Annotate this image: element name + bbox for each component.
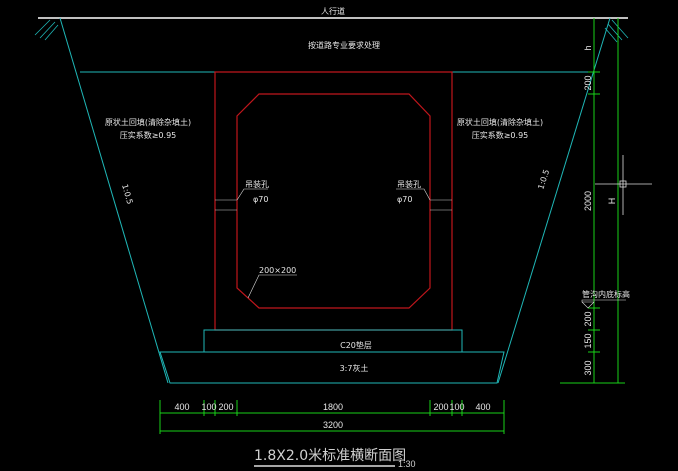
lime-soil-layer bbox=[159, 351, 505, 384]
dim-h-total: 3200 bbox=[323, 420, 343, 430]
dim-h-400-left: 400 bbox=[174, 402, 189, 412]
dim-h-200-left: 200 bbox=[218, 402, 233, 412]
lifting-hole-label-right: 吊装孔 bbox=[397, 179, 421, 189]
dim-h-200-right: 200 bbox=[433, 402, 448, 412]
c20-cushion-layer bbox=[203, 329, 463, 353]
dim-v-2000: 2000 bbox=[583, 191, 593, 211]
lifting-hole-size-right: φ70 bbox=[397, 195, 412, 204]
road-treatment-note: 按道路专业要求处理 bbox=[308, 40, 380, 50]
box-culvert-concrete bbox=[214, 71, 453, 331]
dim-v-total-H: H bbox=[607, 198, 617, 205]
road-label: 人行道 bbox=[321, 6, 345, 16]
crosshair-cursor-icon bbox=[595, 155, 652, 215]
dim-h-400-right: 400 bbox=[475, 402, 490, 412]
backfill-note-right-2: 压实系数≥0.95 bbox=[472, 130, 529, 140]
dim-v-200-top: 200 bbox=[583, 75, 593, 90]
slope-label-right: 1:0.5 bbox=[536, 168, 551, 190]
dim-h-100-left: 100 bbox=[201, 402, 216, 412]
dim-h-100-right: 100 bbox=[449, 402, 464, 412]
ground-hatch-left bbox=[34, 19, 59, 41]
dim-h-1800: 1800 bbox=[323, 402, 343, 412]
backfill-note-right-1: 原状土回填(清除杂填土) bbox=[457, 117, 543, 127]
dim-v-h: h bbox=[583, 45, 593, 50]
drawing-title: 1.8X2.0米标准横断面图 bbox=[254, 448, 406, 464]
slope-line-left bbox=[59, 17, 169, 384]
dim-v-150: 150 bbox=[583, 333, 593, 348]
dim-v-200-bottom: 200 bbox=[583, 311, 593, 326]
dim-v-300: 300 bbox=[583, 360, 593, 375]
cushion-label: C20垫层 bbox=[340, 340, 372, 350]
lifting-hole-label-left: 吊装孔 bbox=[245, 179, 269, 189]
slope-label-left: 1:0.5 bbox=[120, 183, 134, 205]
invert-elevation-label: 管沟内底标高 bbox=[582, 289, 630, 299]
backfill-note-left-1: 原状土回填(清除杂填土) bbox=[105, 117, 191, 127]
backfill-note-left-2: 压实系数≥0.95 bbox=[120, 130, 177, 140]
chamfer-label: 200×200 bbox=[259, 266, 296, 275]
ground-hatch-right bbox=[604, 19, 629, 43]
horizontal-dimension-chain bbox=[159, 400, 505, 434]
drawing-scale: 1:30 bbox=[398, 459, 416, 469]
lifting-hole-size-left: φ70 bbox=[253, 195, 268, 204]
lime-soil-label: 3:7灰土 bbox=[340, 363, 369, 373]
slope-line-right bbox=[497, 17, 611, 384]
vertical-dimension-chain bbox=[560, 18, 625, 384]
